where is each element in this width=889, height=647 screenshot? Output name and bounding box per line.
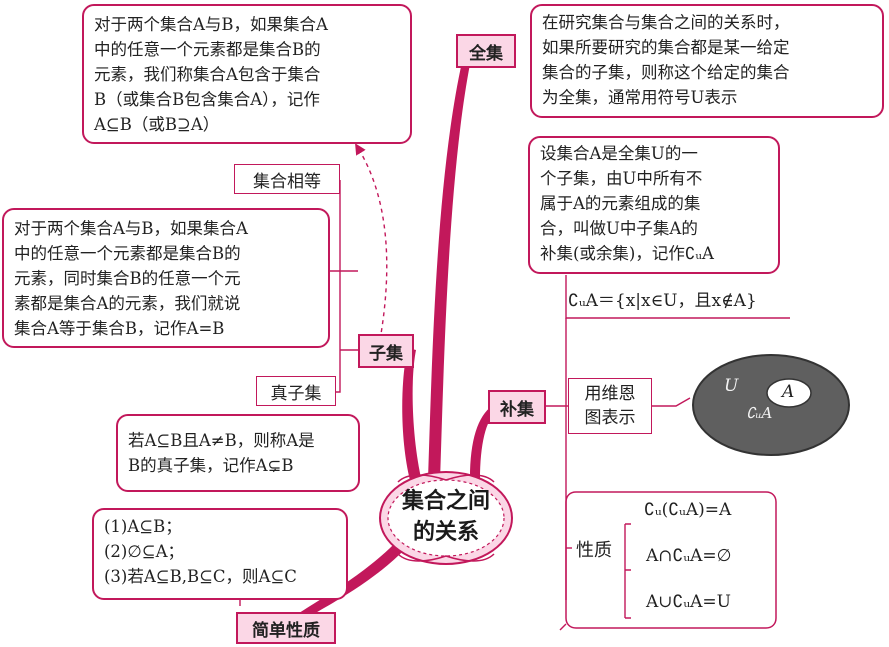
venn-complement-label: ∁ᵤA bbox=[746, 404, 773, 422]
simple-property-1: (1)A⊆B； bbox=[104, 517, 182, 536]
universal-set-line-3: 集合的子集，则称这个给定的集合 bbox=[542, 63, 790, 82]
complement-definition-box: 设集合A是全集U的一 个子集，由U中所有不 属于A的元素组成的集 合，叫做U中子… bbox=[528, 136, 780, 274]
universal-set-line-4: 为全集，通常用符号U表示 bbox=[542, 88, 738, 107]
center-node: 集合之间 的关系 bbox=[378, 470, 514, 566]
venn-universe-ellipse bbox=[692, 354, 850, 456]
simple-properties-tag: 简单性质 bbox=[236, 612, 336, 644]
venn-set-a-label: A bbox=[782, 382, 795, 402]
set-equal-line-2: 中的任意一个元素都是集合B的 bbox=[14, 244, 241, 263]
subset-definition-box: 对于两个集合A与B，如果集合A 中的任意一个元素都是集合B的 元素，我们称集合A… bbox=[82, 4, 412, 144]
center-title-line-2: 的关系 bbox=[412, 520, 479, 545]
center-title: 集合之间 的关系 bbox=[378, 486, 514, 548]
subset-definition-line-2: 中的任意一个元素都是集合B的 bbox=[94, 40, 321, 59]
complement-definition-line-1: 设集合A是全集U的一 bbox=[540, 144, 698, 163]
complement-definition-line-2: 个子集，由U中所有不 bbox=[540, 169, 703, 188]
complement-set-builder: ∁ᵤA＝{x|x∈U，且x∉A} bbox=[568, 291, 757, 311]
venn-universe-label: U bbox=[724, 376, 739, 396]
complement-property-1: ∁ᵤ(∁ᵤA)=A bbox=[644, 500, 732, 520]
venn-diagram bbox=[692, 354, 850, 456]
complement-property-2: A∩∁ᵤA=∅ bbox=[646, 546, 732, 566]
set-equal-line-5: 集合A等于集合B，记作A=B bbox=[14, 319, 225, 338]
proper-subset-line-2: B的真子集，记作A⊊B bbox=[128, 456, 294, 475]
complement-definition-line-4: 合，叫做U中子集A的 bbox=[540, 219, 698, 238]
complement-tag: 补集 bbox=[488, 390, 546, 424]
universal-set-line-1: 在研究集合与集合之间的关系时， bbox=[542, 13, 790, 32]
set-equal-label: 集合相等 bbox=[234, 164, 340, 194]
universal-set-definition-box: 在研究集合与集合之间的关系时， 如果所要研究的集合都是某一给定 集合的子集，则称… bbox=[530, 4, 884, 118]
proper-subset-line-1: 若A⊆B且A≠B，则称A是 bbox=[128, 431, 315, 450]
venn-label-line-2: 图表示 bbox=[584, 408, 636, 428]
simple-properties-box: (1)A⊆B； (2)∅⊆A； (3)若A⊆B,B⊆C，则A⊆C bbox=[92, 508, 348, 600]
subset-definition-line-4: B（或集合B包含集合A），记作 bbox=[94, 90, 320, 109]
venn-label-box: 用维恩 图表示 bbox=[568, 378, 652, 434]
set-equal-line-3: 元素，同时集合B的任意一个元 bbox=[14, 269, 241, 288]
complement-property-3: A∪∁ᵤA=U bbox=[646, 592, 731, 612]
complement-definition-line-5: 补集(或余集)，记作∁ᵤA bbox=[540, 244, 714, 263]
center-title-line-1: 集合之间 bbox=[401, 489, 490, 514]
simple-property-3: (3)若A⊆B,B⊆C，则A⊆C bbox=[104, 567, 297, 586]
complement-definition-line-3: 属于A的元素组成的集 bbox=[540, 194, 701, 213]
proper-subset-label: 真子集 bbox=[256, 376, 336, 406]
properties-label: 性质 bbox=[576, 540, 612, 561]
venn-label-line-1: 用维恩 bbox=[584, 384, 636, 404]
universal-set-line-2: 如果所要研究的集合都是某一给定 bbox=[542, 38, 790, 57]
set-equal-line-4: 素都是集合A的元素，我们就说 bbox=[14, 294, 241, 313]
universal-set-tag: 全集 bbox=[456, 34, 516, 68]
center-ornament bbox=[379, 471, 513, 565]
simple-property-2: (2)∅⊆A； bbox=[104, 542, 184, 561]
set-equal-line-1: 对于两个集合A与B，如果集合A bbox=[14, 219, 248, 238]
subset-tag: 子集 bbox=[358, 334, 414, 368]
properties-frame bbox=[565, 491, 777, 629]
proper-subset-definition-box: 若A⊆B且A≠B，则称A是 B的真子集，记作A⊊B bbox=[116, 414, 360, 492]
venn-set-a-ellipse bbox=[766, 378, 812, 408]
subset-definition-line-1: 对于两个集合A与B，如果集合A bbox=[94, 15, 328, 34]
subset-definition-line-5: A⊆B（或B⊇A） bbox=[94, 115, 220, 134]
set-equal-definition-box: 对于两个集合A与B，如果集合A 中的任意一个元素都是集合B的 元素，同时集合B的… bbox=[2, 208, 330, 348]
subset-definition-line-3: 元素，我们称集合A包含于集合 bbox=[94, 65, 321, 84]
